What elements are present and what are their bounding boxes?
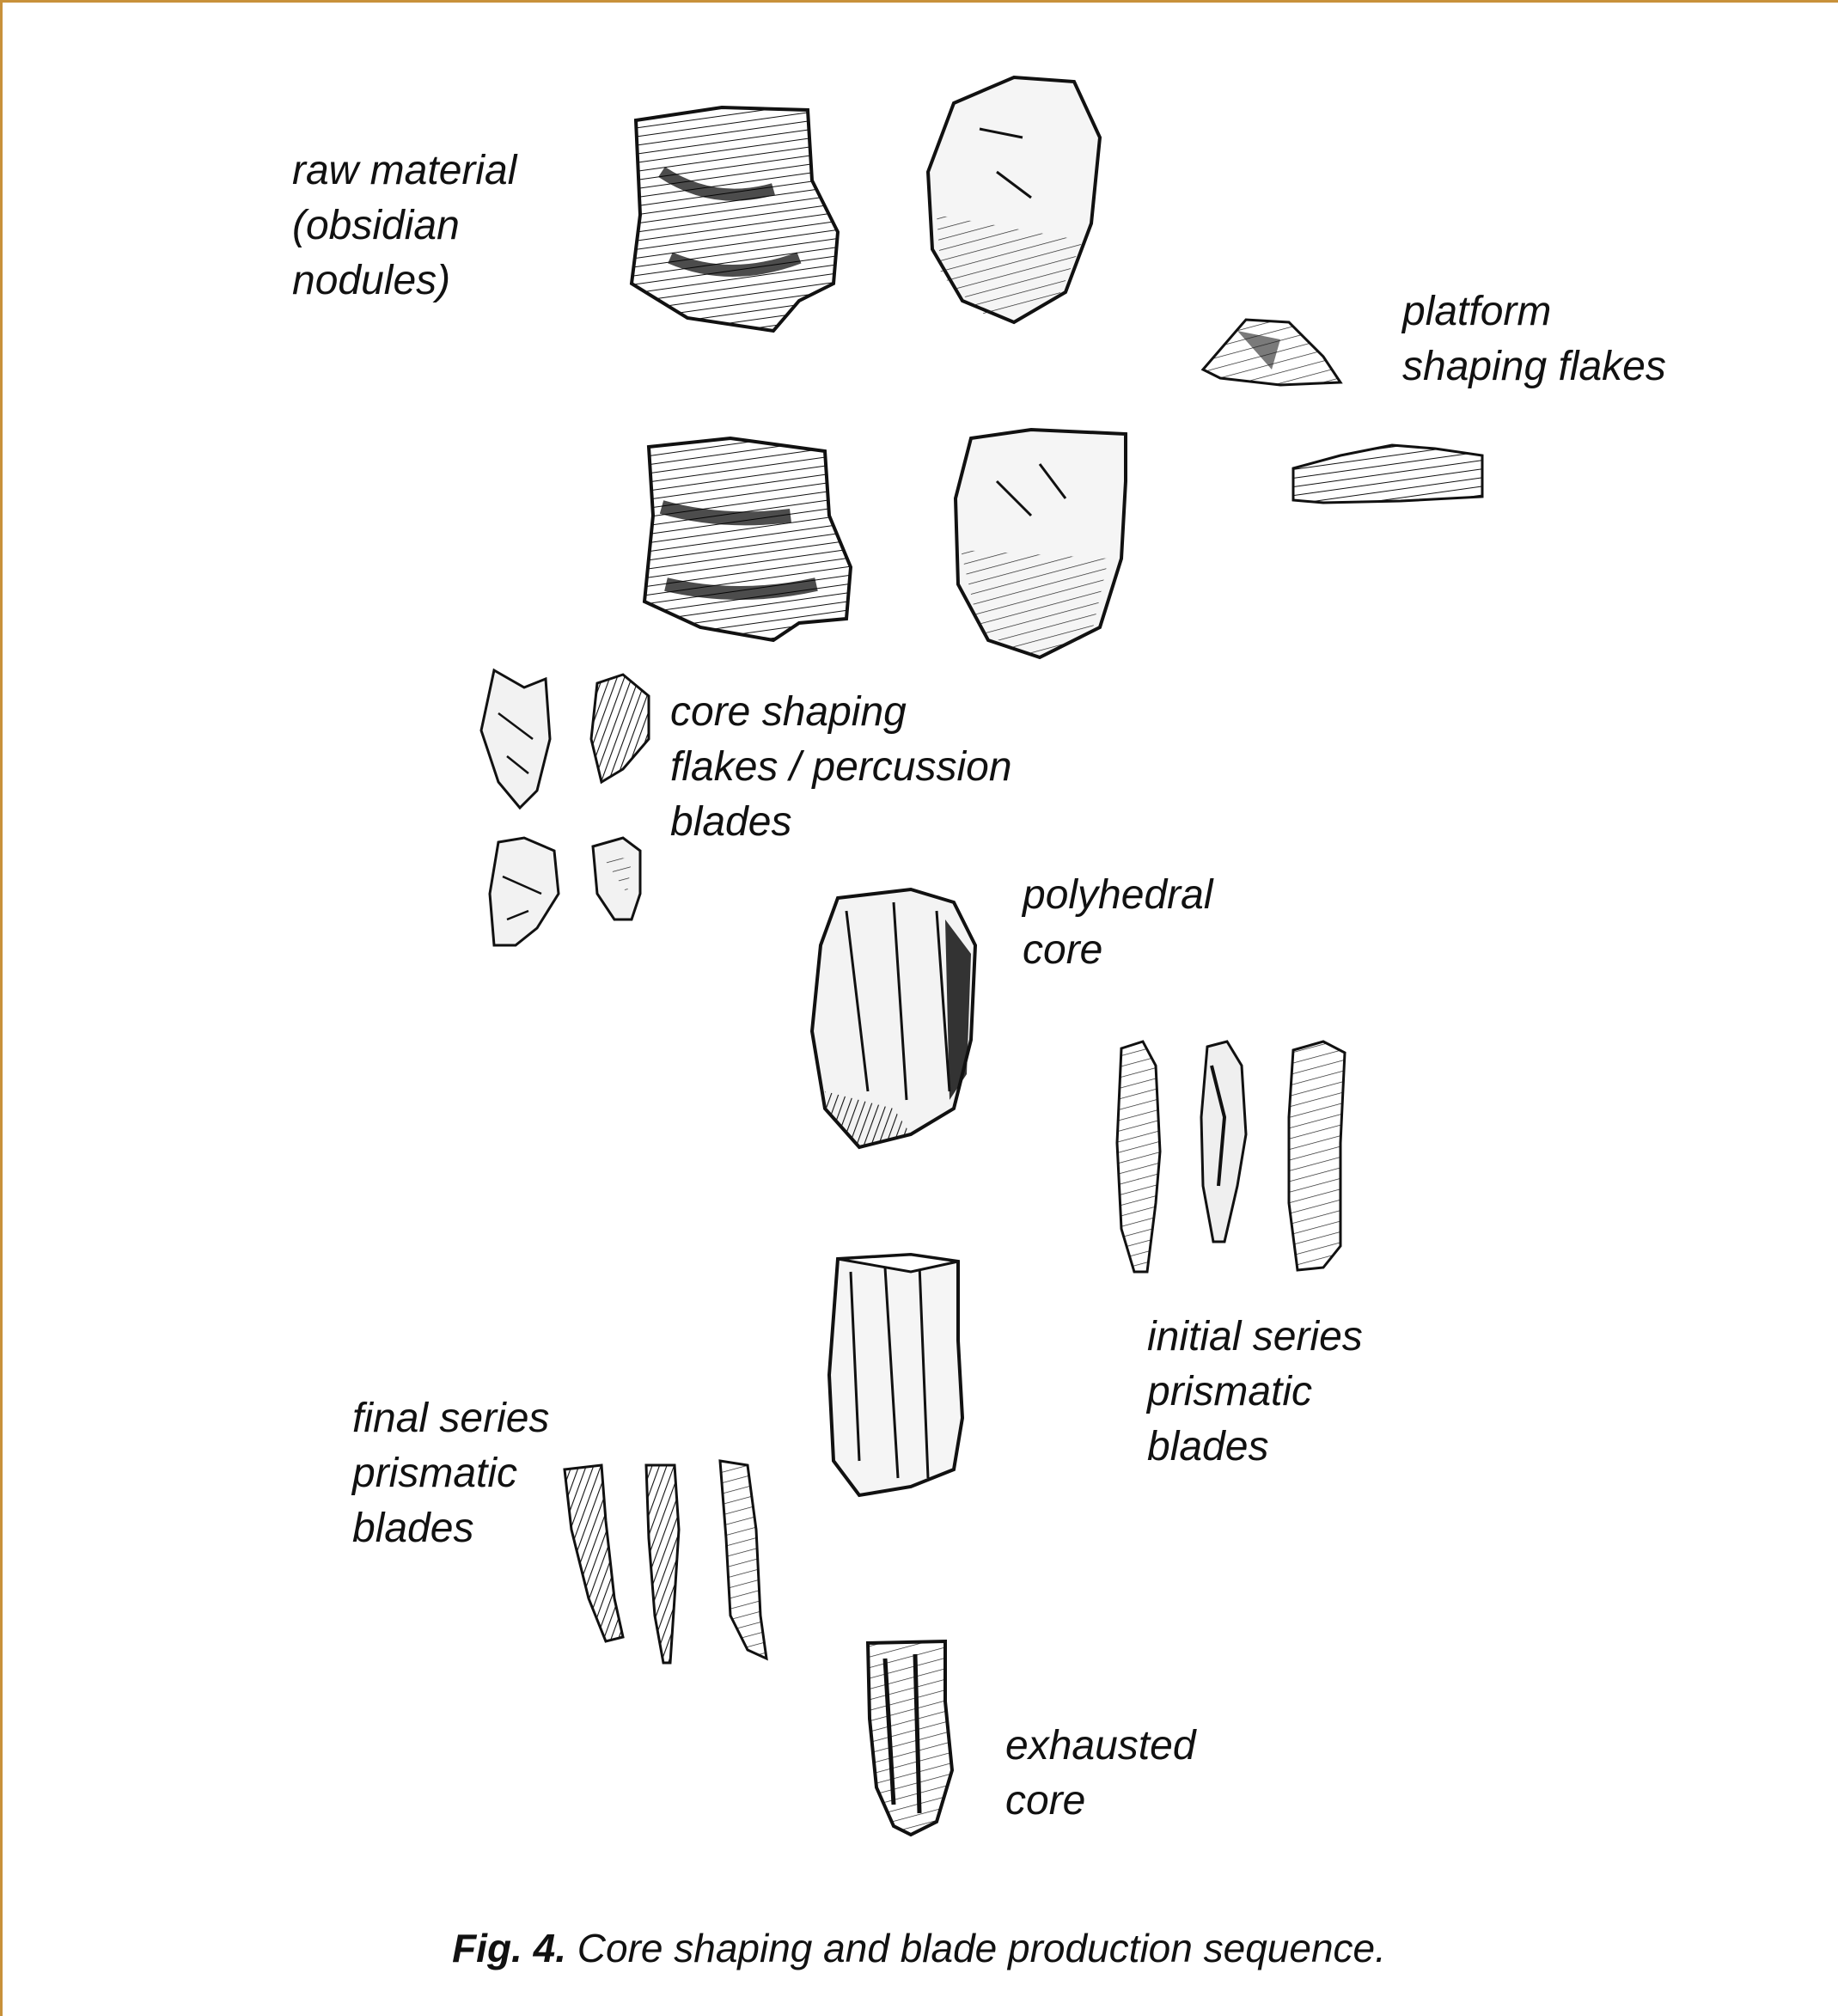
initial-blade-2-drawing <box>1201 1042 1246 1242</box>
core-flake-4-drawing <box>593 838 640 919</box>
label-platform-shaping-flakes: platform shaping flakes <box>1402 284 1666 394</box>
figure-caption: Fig. 4. Core shaping and blade productio… <box>0 1925 1838 1971</box>
label-raw-material: raw material (obsidian nodules) <box>292 144 516 309</box>
core-flake-1-drawing <box>481 670 550 808</box>
prismatic-core-drawing <box>829 1255 962 1495</box>
final-blade-3-drawing <box>720 1461 766 1659</box>
platform-flake-1-drawing <box>1203 320 1340 385</box>
label-polyhedral-core: polyhedral core <box>1023 868 1212 978</box>
core-flake-3-drawing <box>490 838 559 945</box>
polyhedral-core-drawing <box>812 889 975 1147</box>
label-exhausted-core: exhausted core <box>1005 1719 1196 1829</box>
exhausted-core-drawing <box>868 1641 952 1835</box>
figure-caption-text: Core shaping and blade production sequen… <box>577 1926 1386 1970</box>
nodule-1-drawing <box>632 107 838 331</box>
platform-flake-2-drawing <box>1293 445 1482 503</box>
label-initial-series: initial series prismatic blades <box>1147 1310 1363 1475</box>
core-flake-2-drawing <box>591 675 649 782</box>
figure-number: Fig. 4. <box>452 1926 566 1970</box>
nodule-2-drawing <box>928 77 1100 322</box>
initial-blade-1-drawing <box>1117 1042 1160 1272</box>
final-blade-1-drawing <box>565 1465 623 1641</box>
final-blade-2-drawing <box>646 1465 679 1663</box>
initial-blade-3-drawing <box>1289 1042 1345 1270</box>
label-final-series: final series prismatic blades <box>352 1391 549 1556</box>
platformed-nodule-2-drawing <box>956 430 1126 657</box>
label-core-shaping-flakes: core shaping flakes / percussion blades <box>670 685 1012 850</box>
platformed-nodule-1-drawing <box>644 438 851 640</box>
